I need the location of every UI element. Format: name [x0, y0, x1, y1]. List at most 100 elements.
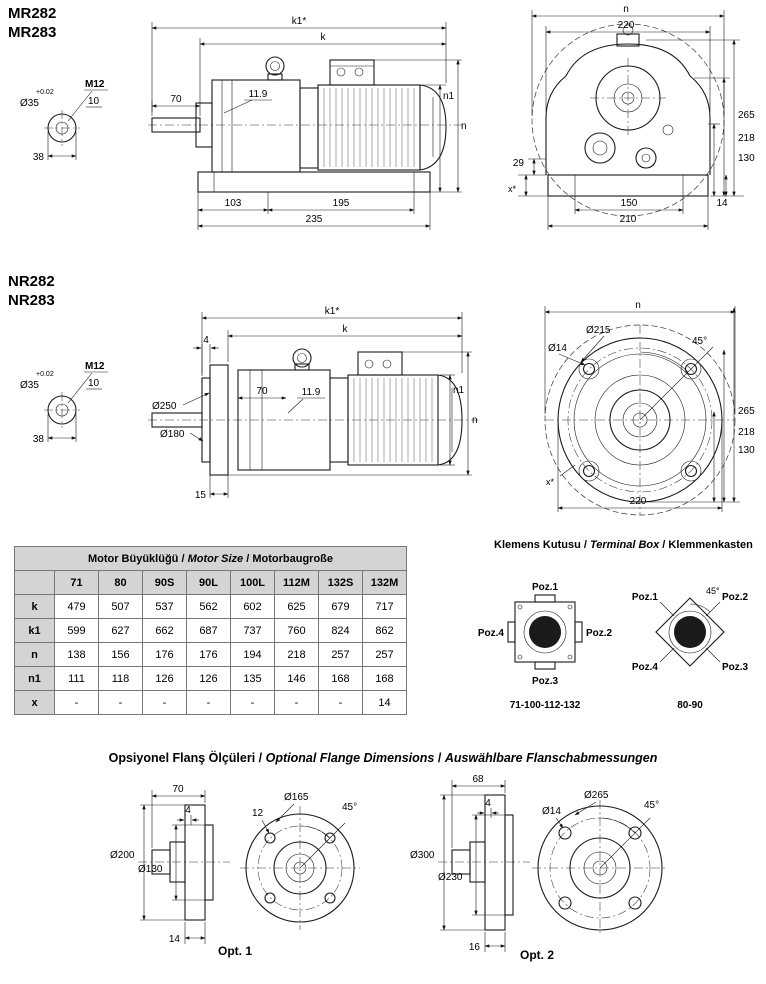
poz2-label: Poz.2 — [586, 628, 613, 639]
dim-label-68: 68 — [472, 774, 484, 785]
dim-label-4: 4 — [185, 805, 191, 816]
mr282-label: MR282 — [8, 5, 57, 22]
row-label: x — [14, 690, 55, 715]
cell: - — [98, 690, 143, 715]
terminal-box-position-diagram-2: 45° Poz.1 Poz.2 Poz.3 Poz.4 80-90 — [632, 586, 749, 711]
dim-label-x: x* — [546, 477, 555, 487]
dim-label-16: 16 — [469, 942, 481, 953]
dim-label-220: 220 — [618, 20, 635, 31]
dim-label-180: Ø180 — [160, 429, 185, 440]
cell: 135 — [230, 666, 275, 691]
col-header: 132M — [362, 570, 407, 595]
dim-label-218: 218 — [738, 133, 755, 144]
dim-label-45deg: 45° — [692, 336, 707, 347]
dim-label-130: Ø130 — [138, 864, 163, 875]
corner-cell — [14, 570, 55, 595]
dim-label-k: k — [321, 32, 327, 43]
table-title-cell: Motor Büyüklüğü / Motor Size / Motorbaug… — [14, 546, 407, 571]
dim-label-150: 150 — [621, 198, 638, 209]
cell: 14 — [362, 690, 407, 715]
mr-series-title: MR282 MR283 — [8, 4, 56, 42]
dim-label-265: Ø265 — [584, 790, 609, 801]
cell: - — [318, 690, 363, 715]
shaft-thread-label: M12 — [85, 79, 105, 90]
cell: 760 — [274, 618, 319, 643]
cell: 257 — [362, 642, 407, 667]
cell: 687 — [186, 618, 231, 643]
cell: 862 — [362, 618, 407, 643]
table-row-n1: n1 111 118 126 126 135 146 168 168 — [14, 666, 407, 691]
poz4-label: Poz.4 — [632, 662, 659, 673]
row-label: k1 — [14, 618, 55, 643]
dim-label-11-9: 11.9 — [302, 387, 321, 398]
dim-label-45deg: 45° — [644, 800, 659, 811]
table-title-de: Motorbaugroße — [252, 552, 334, 565]
dim-label-130: 130 — [738, 153, 755, 164]
cell: 479 — [54, 594, 99, 619]
cell: 627 — [98, 618, 143, 643]
dim-label-4: 4 — [203, 335, 209, 346]
cell: 156 — [98, 642, 143, 667]
cell: 625 — [274, 594, 319, 619]
nr-series-title: NR282 NR283 — [8, 272, 55, 310]
cell: 168 — [318, 666, 363, 691]
thread-depth-label: 10 — [88, 96, 100, 107]
col-header: 80 — [98, 570, 143, 595]
dim-label-45deg: 45° — [342, 802, 357, 813]
opt2-caption: Opt. 2 — [519, 948, 554, 962]
cell: 737 — [230, 618, 275, 643]
cell: 111 — [54, 666, 99, 691]
dim-label-235: 235 — [306, 214, 323, 225]
dim-label-29: 29 — [513, 158, 525, 169]
cell: 176 — [186, 642, 231, 667]
terminal-box-position-diagram-1: Poz.1 Poz.2 Poz.3 Poz.4 71-100-112-132 — [478, 582, 613, 711]
cell: - — [54, 690, 99, 715]
col-header: 71 — [54, 570, 99, 595]
col-header: 112M — [274, 570, 319, 595]
table-title-tr: Motor Büyüklüğü — [87, 552, 179, 565]
nr283-label: NR283 — [8, 292, 55, 309]
dim-label-220: 220 — [630, 496, 647, 507]
table-title-en: Motor Size — [187, 552, 244, 565]
terminal-box1-caption: 71-100-112-132 — [510, 700, 581, 711]
dim-label-265: 265 — [738, 406, 755, 417]
cell: 717 — [362, 594, 407, 619]
dim-label-200: Ø200 — [110, 850, 135, 861]
shaft-width-label: 38 — [33, 434, 45, 445]
nr-shaft-end-detail: +0.02 Ø35 M12 10 38 — [20, 361, 108, 445]
cell: - — [230, 690, 275, 715]
dim-label-250: Ø250 — [152, 401, 177, 412]
cell: 599 — [54, 618, 99, 643]
cell: 562 — [186, 594, 231, 619]
mr283-label: MR283 — [8, 24, 57, 41]
shaft-tolerance-label: +0.02 — [36, 89, 54, 96]
cell: - — [274, 690, 319, 715]
dim-label-165: Ø165 — [284, 792, 309, 803]
table-row-x: x - - - - - - - 14 — [14, 690, 407, 715]
table-row-k: k 479 507 537 562 602 625 679 717 — [14, 594, 407, 619]
dim-label-70: 70 — [256, 386, 268, 397]
poz2-label: Poz.2 — [722, 592, 749, 603]
cell: 257 — [318, 642, 363, 667]
dim-label-103: 103 — [225, 198, 242, 209]
table-row-n: n 138 156 176 176 194 218 257 257 — [14, 642, 407, 667]
flange-opt2-face-view: Ø265 Ø14 45° — [532, 790, 668, 936]
cell: 194 — [230, 642, 275, 667]
cell: - — [186, 690, 231, 715]
dim-label-x: x* — [508, 184, 517, 194]
dim-label-k1: k1* — [292, 16, 307, 27]
flange-opt1-section-view: 70 4 Ø200 Ø130 14 — [110, 784, 230, 945]
table-header-row: 71 80 90S 90L 100L 112M 132S 132M — [14, 570, 407, 595]
flange-opt1-face-view: Ø165 12 45° — [240, 792, 360, 930]
row-label: n1 — [14, 666, 55, 691]
dim-label-n: n — [635, 300, 641, 311]
cell: 176 — [142, 642, 187, 667]
poz1-label: Poz.1 — [532, 582, 559, 593]
dim-label-k: k — [343, 324, 349, 335]
dim-label-70: 70 — [172, 784, 184, 795]
dim-label-265: 265 — [738, 110, 755, 121]
dim-label-210: 210 — [620, 214, 637, 225]
cell: 218 — [274, 642, 319, 667]
cell: 146 — [274, 666, 319, 691]
